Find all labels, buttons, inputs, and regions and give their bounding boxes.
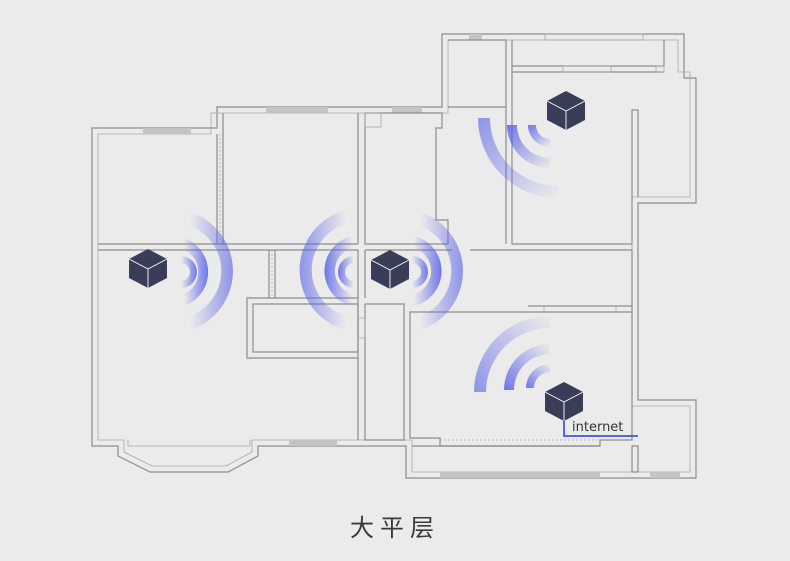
router-icon (370, 250, 410, 289)
router-icon (544, 382, 584, 421)
floor-plan-caption: 大平层 (350, 514, 440, 542)
internet-cable (563, 418, 638, 437)
router-icon (128, 249, 168, 288)
windows (143, 34, 680, 478)
router-icon (546, 91, 586, 130)
internet-label: internet (572, 420, 623, 435)
wifi-signal-icon (181, 118, 558, 392)
outer-walls (91, 33, 697, 479)
